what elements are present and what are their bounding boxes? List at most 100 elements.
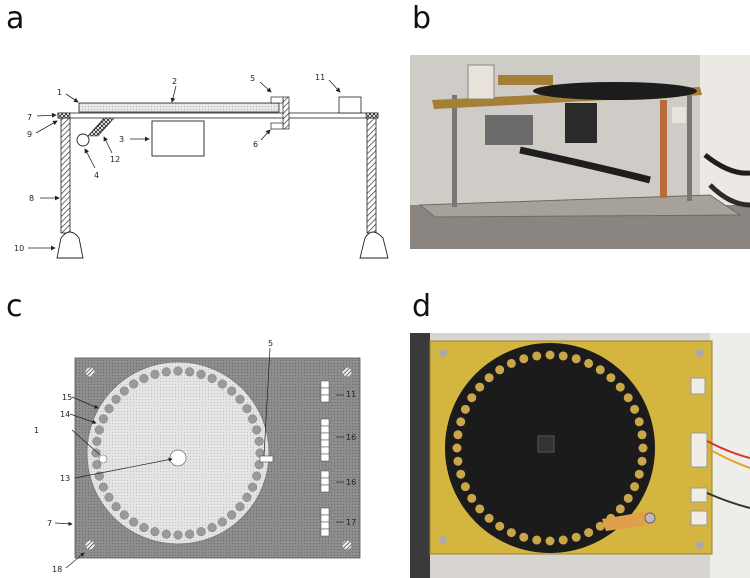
photo-disk-hole — [571, 354, 581, 364]
photo-disk-hole — [638, 443, 648, 453]
photo-disk-hole — [452, 443, 462, 453]
disk-hole — [161, 367, 171, 377]
left-leg — [60, 117, 71, 234]
label-c-18: 18 — [52, 565, 62, 574]
label-a-1: 1 — [57, 88, 62, 97]
right-foot — [359, 231, 389, 259]
schematic-top-view: 5 1 13 14 15 7 18 11 16 16 17 — [34, 339, 361, 574]
disk-hole — [254, 460, 264, 470]
label-a-6: 6 — [253, 140, 258, 149]
disk-hole — [98, 482, 108, 492]
disk-hole — [139, 373, 149, 383]
label-c-14: 14 — [60, 410, 70, 419]
photo-disk-hole — [532, 535, 542, 545]
label-c-15: 15 — [62, 393, 72, 402]
photo-side-device — [410, 55, 750, 249]
label-a-9: 9 — [27, 130, 32, 139]
label-a-12: 12 — [110, 155, 120, 164]
label-a-10: 10 — [14, 244, 24, 253]
connector-pin — [320, 484, 330, 493]
photo-disk-hole — [460, 482, 470, 492]
connector-pin — [320, 507, 330, 516]
disk-hole — [104, 404, 114, 414]
photo-disk-hole — [595, 521, 605, 531]
photo-disk-hole — [637, 456, 647, 466]
photo-disk-hole — [475, 504, 485, 514]
disk-hole — [252, 471, 262, 481]
label-a-2: 2 — [172, 77, 177, 86]
photo-disk-hole — [545, 536, 555, 546]
disk-hole — [217, 517, 227, 527]
center-hole — [169, 449, 187, 467]
label-c-11: 11 — [346, 390, 356, 399]
connector-box — [338, 96, 362, 114]
label-c-16b: 16 — [346, 478, 356, 487]
label-a-5: 5 — [250, 74, 255, 83]
connector-pin — [320, 446, 330, 455]
photo-disk-hole — [456, 417, 466, 427]
label-a-8: 8 — [29, 194, 34, 203]
photo-disk-hole — [615, 382, 625, 392]
photo-disk-hole — [634, 417, 644, 427]
photo-disk-hole — [519, 354, 529, 364]
photo-disk-hole — [506, 358, 516, 368]
connector-pin — [320, 387, 330, 396]
label-a-11: 11 — [315, 73, 325, 82]
photo-disk-hole — [475, 382, 485, 392]
disk-hole — [242, 492, 252, 502]
label-c-1: 1 — [34, 426, 39, 435]
panel-letter-d: d — [412, 289, 432, 324]
disk-hole — [150, 527, 160, 537]
disk-hole — [91, 448, 101, 458]
panel-letter-c: c — [6, 289, 23, 324]
disk-hole — [94, 425, 104, 435]
photo-disk-hole — [519, 532, 529, 542]
photo-base-plate — [418, 194, 742, 218]
photo-disk-hole — [460, 404, 470, 414]
disk-hole — [129, 379, 139, 389]
led-circle — [76, 133, 90, 147]
photo-disk-hole — [606, 373, 616, 383]
disk-hole — [92, 436, 102, 446]
photo-disk-hole — [595, 365, 605, 375]
label-a-4: 4 — [94, 171, 99, 180]
motor-box — [151, 120, 205, 157]
disk-hole — [235, 394, 245, 404]
disk-hole — [248, 414, 258, 424]
disk-hole — [173, 530, 183, 540]
panel-letter-a: a — [6, 1, 25, 36]
mirror-part — [87, 117, 115, 137]
connector-pin — [320, 418, 330, 427]
photo-disk-hole — [545, 350, 555, 360]
photo-disk-hole — [453, 456, 463, 466]
disk-hole — [185, 529, 195, 539]
index-hole — [98, 454, 108, 464]
connector-pin — [320, 432, 330, 441]
disk-hole — [119, 386, 129, 396]
disk-hole — [139, 523, 149, 533]
photo-disk-hole — [495, 521, 505, 531]
schematic-side-view: 1 2 3 4 5 6 7 8 9 10 11 12 — [14, 73, 389, 259]
photo-disk-hole — [623, 493, 633, 503]
photo-disk-hole — [456, 469, 466, 479]
label-c-5: 5 — [268, 339, 273, 348]
disk-hole — [252, 425, 262, 435]
disk-hole — [104, 492, 114, 502]
connector-pin — [320, 514, 330, 523]
label-c-16a: 16 — [346, 433, 356, 442]
disk-hole — [207, 373, 217, 383]
left-foot — [56, 231, 84, 259]
panel-letter-b: b — [412, 1, 432, 36]
connector-pin — [320, 439, 330, 448]
photo-disk-hole — [467, 493, 477, 503]
label-c-13: 13 — [60, 474, 70, 483]
disk-hole — [185, 367, 195, 377]
base-plate — [57, 112, 379, 119]
disk-hole — [92, 460, 102, 470]
connector-pin — [320, 470, 330, 479]
label-a-3: 3 — [119, 135, 124, 144]
connector-pin — [320, 453, 330, 462]
photo-disk-hole — [571, 532, 581, 542]
disk-hole — [207, 523, 217, 533]
top-plate — [78, 102, 280, 113]
